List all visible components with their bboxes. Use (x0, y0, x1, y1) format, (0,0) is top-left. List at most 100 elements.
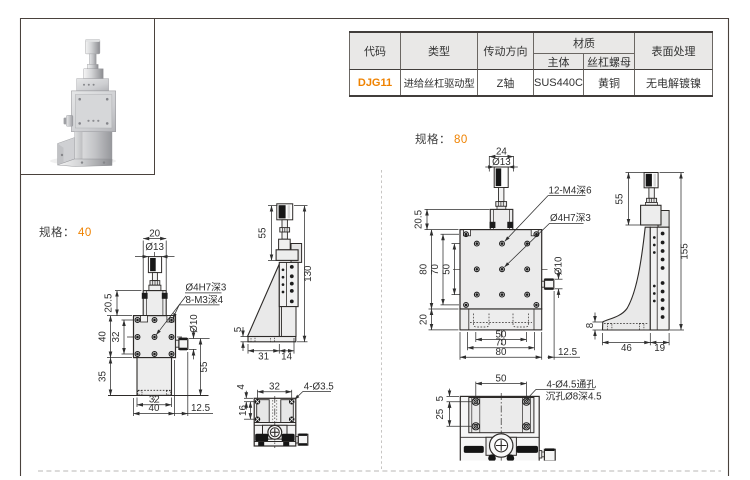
spec40-front-labels: Ø4H7深3 8-M3深4 (186, 282, 227, 306)
spec40-side-dims: 55 130 5 31 14 (233, 227, 314, 362)
dim-d80-side-b46: 46 (621, 343, 632, 354)
table-cell-nut: 黄铜 (583, 70, 634, 95)
dim-d80-side-h155: 155 (679, 243, 690, 260)
table-header-direction: 传动方向 (477, 33, 533, 70)
dim-d80-front-h70: 70 (430, 264, 441, 275)
table-row-code-text: DJG11 (357, 76, 393, 89)
table-cell-direction: Z轴 (477, 70, 533, 95)
table-header-material: 材质 (533, 33, 634, 54)
dim-d80-bottom-holes1: 4-Ø4.5通孔 (547, 378, 597, 390)
dim-d80-front-hole2: Ø4H7深3 (550, 212, 591, 224)
dim-d40-front-dia13: Ø13 (145, 242, 164, 253)
dim-d80-front-b80: 80 (496, 347, 507, 358)
dim-d40-front-dia10: Ø10 (189, 314, 200, 333)
dim-d40-front-h32: 32 (111, 332, 122, 343)
table-col-surface-text: 表面处理 (651, 46, 696, 58)
table-cell-surface: 无电解镀镍 (634, 70, 713, 95)
dim-d80-bottom-l25: 25 (435, 408, 446, 419)
dim-d40-front-w20: 20 (149, 229, 160, 240)
dim-d80-front-h50: 50 (441, 263, 452, 274)
spec40-side-holes (281, 265, 294, 304)
dim-d80-front-h205: 20.5 (414, 209, 425, 229)
dim-d80-front-b50: 50 (496, 329, 507, 340)
table-row-type-text: 进给丝杠驱动型 (403, 79, 475, 90)
dim-d40-bottom-l4: 4 (236, 384, 247, 390)
spec40-side-view: 55 130 5 31 14 (233, 203, 314, 362)
spec40-bottom-view: 32 4 16 4-Ø3.5 (236, 381, 334, 448)
table-cell-type: 进给丝杠驱动型 (400, 70, 477, 95)
spec40-bottom-holes (254, 398, 295, 422)
dim-d40-front-h55: 55 (199, 361, 210, 372)
dim-d40-side-b14: 14 (281, 351, 292, 362)
table-cell-body: SUS440C (533, 70, 583, 95)
table-header-code: 代码 (349, 33, 400, 70)
dim-d80-side-b19: 19 (654, 343, 665, 354)
table-row-surface-text: 无电解镀镍 (646, 77, 701, 90)
table-row-direction-text: Z轴 (496, 77, 515, 90)
spec80-bottom-view: 50 5 25 4-Ø4.5通孔 沉孔Ø8深4.5 (435, 373, 603, 461)
dim-d40-front-h35: 35 (98, 371, 109, 382)
dim-d80-front-dia10: Ø10 (554, 256, 565, 275)
table-col-body-text: 主体 (547, 56, 570, 69)
table-header-nut: 丝杠螺母 (583, 54, 634, 70)
table-row-body-text: SUS440C (534, 76, 583, 89)
spec80-front-view: 24 Ø13 20.5 80 70 50 20 Ø10 50 70 80 12.… (414, 147, 592, 360)
page-spec80-label-text: 规格： (415, 134, 451, 146)
table-cell-code: DJG11 (349, 70, 400, 95)
dim-d80-side-t8: 8 (585, 322, 596, 328)
spec80-side-view: 55 155 8 46 19 (585, 172, 690, 354)
spec-table: 代码 类型 传动方向 材质 表面处理 主体 丝杠螺母 DJG11 进给丝杠驱动型… (349, 31, 713, 97)
dim-d80-front-b125: 12.5 (558, 347, 578, 358)
spec80-front-dims: 24 Ø13 20.5 80 70 50 20 Ø10 50 70 80 12.… (414, 147, 578, 358)
dim-d40-bottom-t32: 32 (269, 381, 280, 392)
spec80-side-holes (652, 231, 665, 319)
page-frame (19, 17, 730, 476)
dim-d40-front-b32: 32 (149, 394, 160, 405)
dim-d40-front-h40: 40 (98, 331, 109, 342)
dim-d80-front-h20: 20 (419, 314, 430, 325)
dim-d40-side-h130: 130 (303, 265, 314, 282)
table-row-nut-text: 黄铜 (598, 77, 620, 90)
spec80-label: 规格：80 (415, 131, 468, 147)
dim-d40-front-b40: 40 (149, 403, 160, 414)
spec80-bottom-dims: 50 5 25 (435, 373, 507, 419)
dim-d80-front-hole1: 12-M4深6 (549, 184, 593, 196)
dim-d40-bottom-holes: 4-Ø3.5 (304, 382, 335, 393)
spec80-front-labels: 12-M4深6 Ø4H7深3 (549, 184, 593, 224)
dim-d80-bottom-t50: 50 (496, 373, 507, 384)
page-spec80-value-text: 80 (454, 134, 468, 146)
dim-d40-front-b125: 12.5 (191, 403, 211, 414)
spec80-bottom-labels: 4-Ø4.5通孔 沉孔Ø8深4.5 (546, 378, 603, 402)
spec40-front-view: 20 Ø13 20.5 40 32 35 Ø10 55 32 40 12.5 Ø… (98, 229, 227, 416)
spec40-hole-grid (134, 317, 175, 357)
page-spec40-value-text: 40 (78, 227, 92, 239)
table-col-type-text: 类型 (428, 46, 450, 58)
spec80-hole-grid (463, 231, 540, 308)
page-spec40-label-text: 规格： (39, 227, 75, 239)
dim-d40-bottom-l16: 16 (238, 405, 249, 416)
table-col-code-text: 代码 (364, 46, 386, 58)
product-photo (50, 39, 116, 167)
spec40-label: 规格：40 (39, 224, 92, 240)
dim-d40-side-b31: 31 (258, 351, 269, 362)
product-photo-box (20, 18, 155, 175)
spec40-bottom-dims: 32 4 16 4-Ø3.5 (236, 381, 334, 416)
table-header-body: 主体 (533, 54, 583, 70)
dim-d80-bottom-holes2: 沉孔Ø8深4.5 (546, 389, 603, 402)
dim-d40-side-k55: 55 (257, 227, 268, 238)
table-header-surface: 表面处理 (634, 33, 713, 70)
spec40-front-dims: 20 Ø13 20.5 40 32 35 Ø10 55 32 40 12.5 (98, 229, 211, 415)
dim-d80-front-h80: 80 (419, 263, 430, 274)
dim-d80-side-k55: 55 (614, 193, 625, 204)
dim-d40-front-h205: 20.5 (104, 293, 115, 313)
table-header-type: 类型 (400, 33, 477, 70)
dim-d40-front-hole2: 8-M3深4 (186, 294, 224, 306)
dim-d80-front-dia13: Ø13 (492, 157, 511, 168)
spec80-side-dims: 55 155 8 46 19 (585, 193, 690, 354)
dim-d40-side-t5: 5 (233, 326, 244, 332)
dim-d40-front-hole1: Ø4H7深3 (186, 282, 227, 294)
dim-d80-front-b70: 70 (496, 338, 507, 349)
table-col-direction-text: 传动方向 (483, 46, 528, 58)
dim-d80-bottom-l5: 5 (435, 395, 446, 401)
